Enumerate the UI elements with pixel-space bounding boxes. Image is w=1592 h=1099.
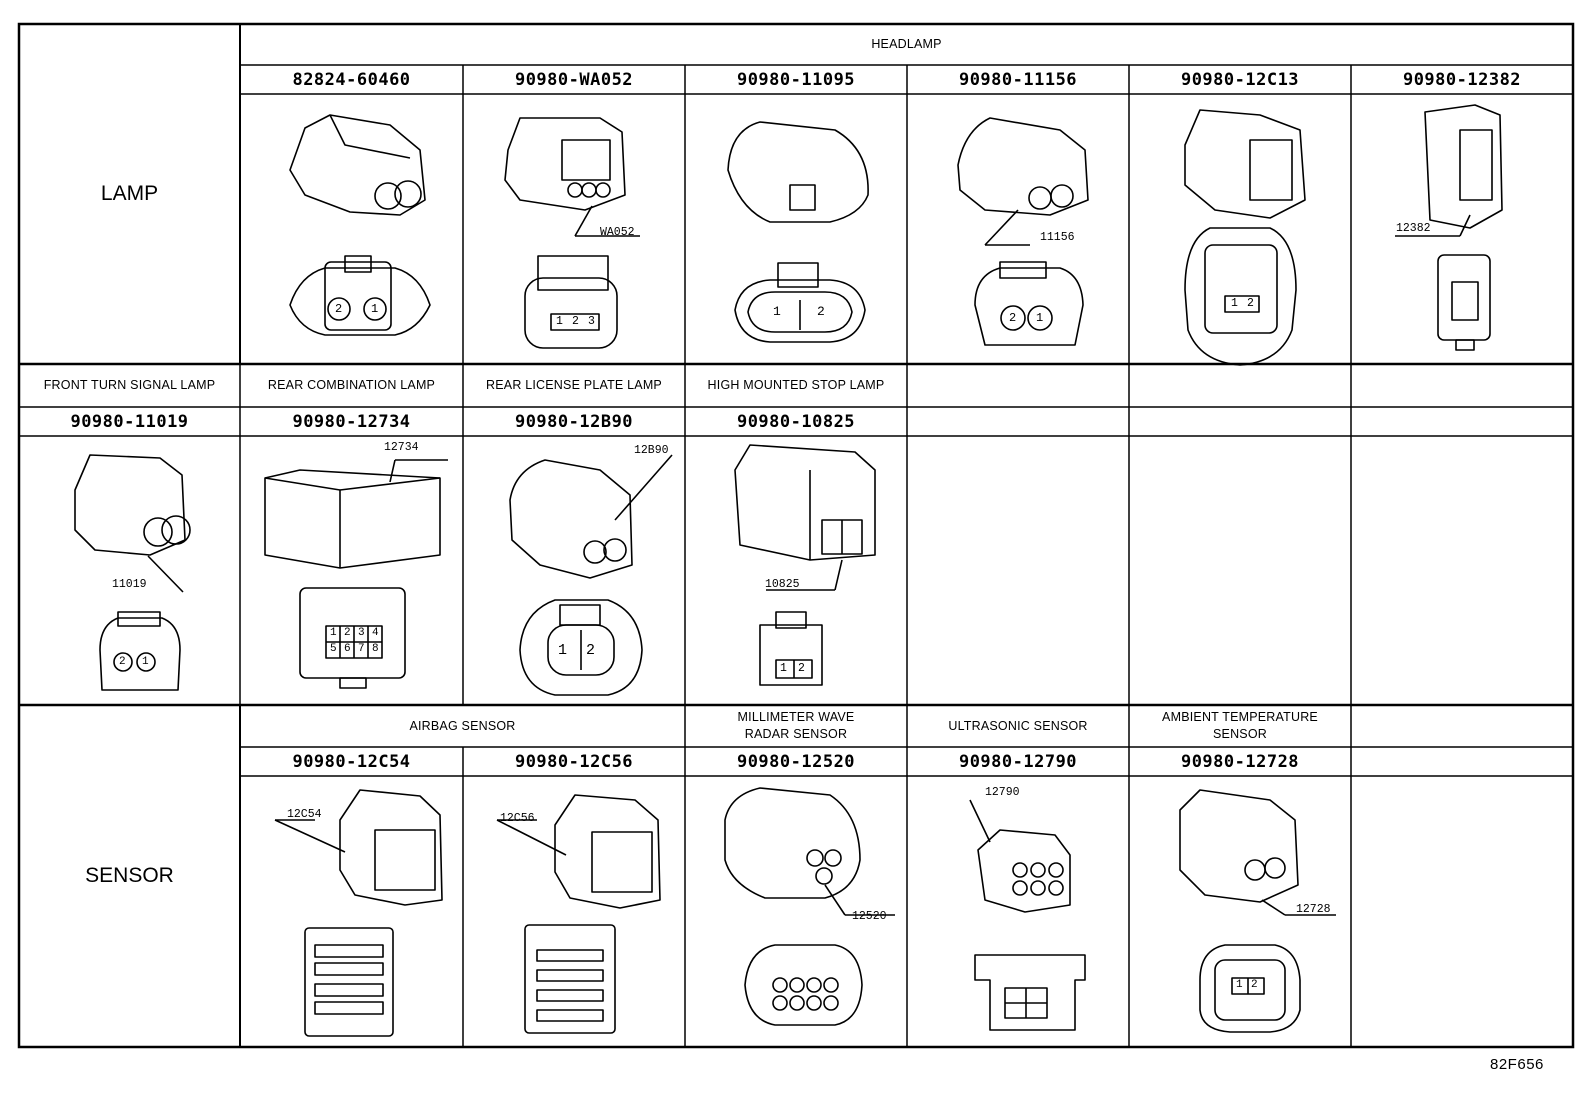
terminal-label: 1 xyxy=(558,642,568,659)
connector-90980-wa052 xyxy=(504,117,640,349)
header-airbag-sensor: AIRBAG SENSOR xyxy=(409,718,516,733)
terminal-label: 2 xyxy=(586,642,596,659)
part-number-90980-12b90: 90980-12B90 xyxy=(514,411,634,432)
terminal-label: 1 xyxy=(780,662,787,675)
callout-10825: 10825 xyxy=(765,578,800,591)
connector-90980-12c54 xyxy=(274,789,443,1037)
connector-90980-12382 xyxy=(1395,104,1503,351)
callout-12c56: 12C56 xyxy=(500,812,535,825)
part-number-90980-12c13: 90980-12C13 xyxy=(1180,69,1300,90)
callout-12790: 12790 xyxy=(985,786,1020,799)
header-rear-license-plate-lamp: REAR LICENSE PLATE LAMP xyxy=(486,378,662,392)
terminal-label: 1 xyxy=(1036,311,1044,325)
connector-90980-12790 xyxy=(969,799,1086,1031)
part-number-90980-12790: 90980-12790 xyxy=(958,751,1078,772)
terminal-label: 2 xyxy=(1247,297,1254,310)
terminal-label: 3 xyxy=(588,315,595,328)
terminal-label: 4 xyxy=(372,627,379,639)
header-millimeter-wave-radar-sensor: MILLIMETER WAVE RADAR SENSOR xyxy=(737,710,855,741)
connector-90980-10825 xyxy=(734,444,876,686)
part-number-90980-12c54: 90980-12C54 xyxy=(292,751,411,772)
terminal-label: 1 xyxy=(330,627,337,639)
header-ambient-temperature-sensor: AMBIENT TEMPERATURE SENSOR xyxy=(1162,710,1318,741)
connector-90980-12b90 xyxy=(509,454,673,696)
callout-12734: 12734 xyxy=(384,441,419,454)
terminal-label: 2 xyxy=(572,315,579,328)
drawing-reference-code: 82F656 xyxy=(1490,1056,1544,1073)
connector-90980-12520 xyxy=(724,787,895,1026)
part-number-90980-12382: 90980-12382 xyxy=(1402,69,1522,90)
header-rear-combination-lamp: REAR COMBINATION LAMP xyxy=(267,378,436,392)
part-number-90980-12520: 90980-12520 xyxy=(736,751,856,772)
terminal-label: 2 xyxy=(798,662,805,675)
terminal-label: 2 xyxy=(1251,979,1258,991)
callout-12728: 12728 xyxy=(1296,903,1331,916)
terminal-label: 1 xyxy=(142,656,149,668)
terminal-label: 2 xyxy=(335,302,343,316)
callout-12c54: 12C54 xyxy=(287,808,322,821)
part-number-90980-11156: 90980-11156 xyxy=(958,69,1078,90)
terminal-label: 1 xyxy=(371,302,379,316)
callout-12b90: 12B90 xyxy=(634,444,669,457)
part-number-90980-wa052: 90980-WA052 xyxy=(514,69,634,90)
callout-11019: 11019 xyxy=(112,578,147,591)
terminal-label: 2 xyxy=(1009,311,1017,325)
part-number-90980-11019: 90980-11019 xyxy=(70,411,189,432)
part-number-90980-12734: 90980-12734 xyxy=(292,411,411,432)
header-high-mounted-stop-lamp: HIGH MOUNTED STOP LAMP xyxy=(707,378,885,392)
group-header-headlamp: HEADLAMP xyxy=(871,37,942,51)
terminal-label: 1 xyxy=(556,315,563,328)
terminal-label: 5 xyxy=(330,643,337,655)
part-number-90980-12728: 90980-12728 xyxy=(1180,751,1300,772)
terminal-label: 1 xyxy=(1231,297,1238,310)
row-label-sensor: SENSOR xyxy=(85,864,174,887)
part-number-82824-60460: 82824-60460 xyxy=(292,69,411,90)
connector-90980-12c13 xyxy=(1184,109,1306,366)
connector-82824-60460 xyxy=(289,114,431,336)
part-number-90980-11095: 90980-11095 xyxy=(736,69,856,90)
row-label-lamp: LAMP xyxy=(100,182,159,205)
terminal-label: 7 xyxy=(358,643,365,655)
part-number-90980-10825: 90980-10825 xyxy=(736,411,856,432)
callout-12382: 12382 xyxy=(1396,222,1431,235)
connector-90980-11095 xyxy=(727,121,869,343)
connector-90980-12c56 xyxy=(496,794,661,1034)
connector-90980-12728 xyxy=(1179,789,1336,1033)
connector-90980-11019 xyxy=(74,454,191,691)
connector-90980-12734 xyxy=(264,459,448,689)
part-number-90980-12c56: 90980-12C56 xyxy=(514,751,634,772)
header-front-turn-signal-lamp: FRONT TURN SIGNAL LAMP xyxy=(43,378,216,392)
terminal-label: 2 xyxy=(344,627,351,639)
terminal-label: 8 xyxy=(372,643,379,655)
terminal-label: 3 xyxy=(358,627,365,639)
callout-12520: 12520 xyxy=(852,910,887,923)
terminal-label: 2 xyxy=(119,656,126,668)
terminal-label: 6 xyxy=(344,643,351,655)
terminal-label: 2 xyxy=(817,304,825,319)
terminal-label: 1 xyxy=(1236,979,1243,991)
header-ultrasonic-sensor: ULTRASONIC SENSOR xyxy=(948,718,1088,733)
terminal-label: 1 xyxy=(773,304,781,319)
callout-11156: 11156 xyxy=(1040,231,1075,244)
connector-90980-11156 xyxy=(957,117,1089,346)
callout-wa052: WA052 xyxy=(600,226,635,239)
